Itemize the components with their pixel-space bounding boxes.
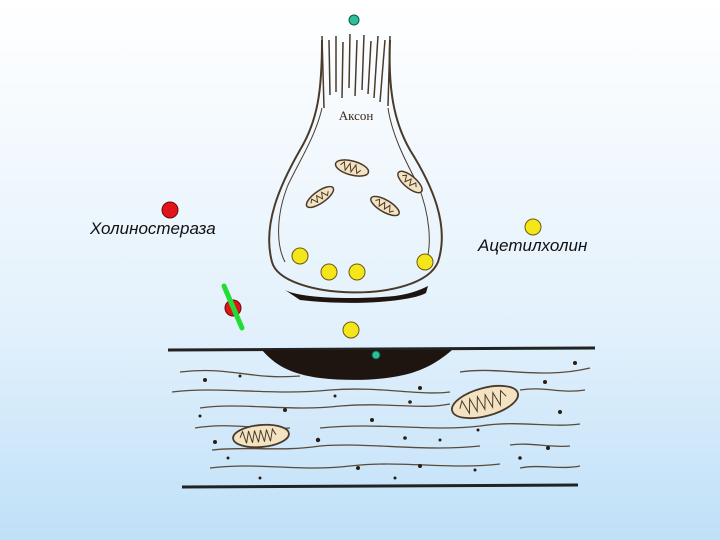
acetylcholine-molecules [291, 218, 542, 339]
acetylcholine-molecule [342, 321, 360, 339]
axon-fibers [321, 33, 391, 109]
terminal-mitochondrion [397, 170, 423, 194]
acetylcholine-molecule [320, 263, 338, 281]
postsynaptic-cleft-fold [262, 350, 452, 380]
muscle-mitochondrion [451, 384, 519, 420]
acetylcholine-molecule [416, 253, 434, 271]
axon-terminal-inner [278, 107, 323, 263]
teal-marker-top [348, 14, 360, 26]
postsynaptic-membrane [167, 346, 596, 352]
terminal-mitochondrion [305, 185, 335, 209]
muscle-granules [198, 361, 577, 480]
acetylcholine-legend-dot [524, 218, 542, 236]
axon-terminal [268, 39, 443, 294]
presynaptic-membrane [285, 286, 428, 303]
blocker-bar [221, 283, 245, 331]
cholinesterase-legend-dot [161, 201, 179, 219]
muscle-mitochondrion [232, 423, 290, 449]
axon-label: Аксон [339, 108, 374, 123]
terminal-mitochondrion [334, 159, 370, 177]
cholinesterase-label: Холиностераза [90, 219, 216, 238]
acetylcholine-molecule [291, 247, 309, 265]
terminal-mitochondrion [370, 195, 400, 217]
teal-marker-receptor [371, 350, 381, 360]
cell-base-line [181, 483, 579, 489]
acetylcholine-molecule [348, 263, 366, 281]
acetylcholine-label: Ацетилхолин [478, 236, 588, 255]
muscle-fibers [171, 367, 591, 469]
